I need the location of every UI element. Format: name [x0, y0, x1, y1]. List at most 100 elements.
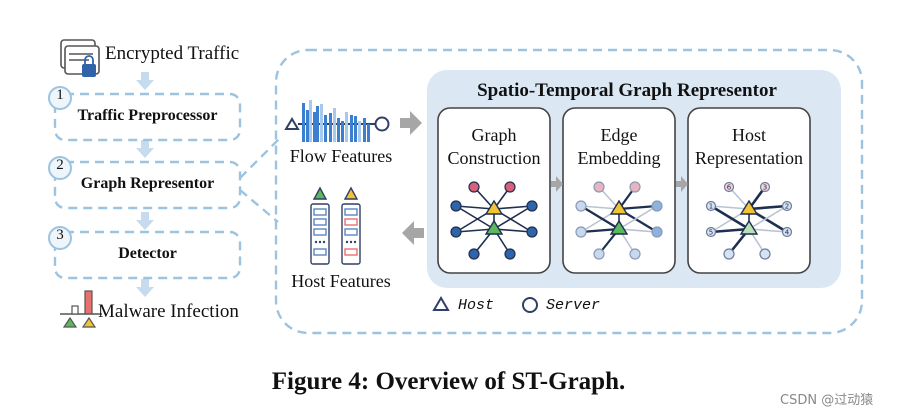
- server-node: [705, 200, 717, 212]
- malware-infection-label: Malware Infection: [98, 301, 239, 322]
- host-node-yellow: [609, 199, 629, 215]
- feature-cell: [313, 208, 327, 216]
- graph-edge: [580, 227, 620, 234]
- server-node: [723, 248, 735, 260]
- server-legend-icon: [522, 297, 538, 313]
- host-features-icon: [310, 186, 361, 265]
- feature-cell: [344, 228, 358, 236]
- flow-bar: [354, 116, 357, 142]
- server-node: [450, 226, 462, 238]
- stage-label-line: Host: [731, 125, 766, 145]
- node-number: 1: [709, 203, 713, 211]
- graph-edge: [618, 204, 658, 211]
- server-node: [651, 200, 663, 212]
- host-features-label: Host Features: [291, 271, 391, 291]
- graph-edge: [493, 205, 533, 210]
- graph-edge: [455, 205, 495, 210]
- graph-edge: [710, 227, 750, 234]
- ellipsis-dot: [349, 240, 353, 244]
- server-node: [468, 248, 480, 260]
- edge-embedding-drawing: [575, 181, 663, 260]
- graph-edge: [580, 205, 620, 230]
- malware-infection-icon: [60, 290, 102, 328]
- detector-label: Detector: [118, 245, 177, 262]
- feature-cell: [313, 218, 327, 226]
- flow-bar: [329, 113, 332, 142]
- flow-arrows: [400, 111, 424, 245]
- flow-features-label: Flow Features: [289, 146, 393, 166]
- server-node: [651, 226, 663, 238]
- step-number-circles: [48, 86, 72, 250]
- flow-bar: [345, 112, 348, 142]
- server-node: [781, 226, 793, 238]
- stage-label-line: Construction: [447, 148, 541, 168]
- server-node: [705, 226, 717, 238]
- node-number: 3: [763, 184, 767, 192]
- feature-cell: [344, 248, 358, 256]
- feature-cell: [344, 208, 358, 216]
- graph-edge: [493, 205, 533, 230]
- node-number: 6: [727, 184, 732, 192]
- legend-server-label: Server: [546, 297, 601, 314]
- pipeline-arrows: [136, 72, 154, 297]
- node-number: 5: [709, 229, 713, 237]
- flow-bar: [358, 121, 361, 142]
- graph-edge: [748, 204, 788, 211]
- server-node: [781, 200, 793, 212]
- feature-cell: [313, 248, 327, 256]
- host-node-green: [609, 219, 629, 235]
- flow-bar: [350, 115, 353, 142]
- flow-features-icon: [284, 100, 390, 142]
- graph-edge: [580, 205, 620, 210]
- ellipsis-dot: [322, 240, 326, 244]
- server-node-red: [468, 181, 480, 193]
- stage-label-line: Graph: [471, 125, 517, 145]
- server-node: [629, 248, 641, 260]
- encrypted-traffic-label: Encrypted Traffic: [105, 43, 240, 64]
- ellipsis-dot: [318, 240, 322, 244]
- zoom-connectors: [239, 137, 281, 223]
- feature-cell: [344, 218, 358, 226]
- graph-edge: [455, 228, 495, 233]
- ellipsis-dot: [353, 240, 357, 244]
- flow-bar: [302, 103, 305, 142]
- graph-edge: [748, 205, 788, 230]
- representor-title: Spatio-Temporal Graph Representor: [477, 80, 777, 101]
- server-node: [593, 248, 605, 260]
- ellipsis-dot: [314, 240, 318, 244]
- flow-bar: [337, 118, 340, 142]
- server-node-red: [759, 181, 771, 193]
- server-node: [526, 200, 538, 212]
- host-node-yellow: [484, 199, 504, 215]
- flow-bar: [309, 100, 312, 142]
- watermark: CSDN @过动猿: [780, 393, 874, 408]
- server-node: [759, 248, 771, 260]
- graph-edge: [493, 228, 533, 233]
- stage-label-line: Representation: [695, 148, 803, 168]
- graph-edge: [618, 205, 658, 230]
- flow-bar: [320, 104, 323, 142]
- step-number-3: 3: [56, 227, 64, 243]
- host-node-green: [484, 219, 504, 235]
- node-number: 4: [785, 229, 790, 237]
- stage-arrows: [551, 176, 688, 192]
- server-node: [504, 248, 516, 260]
- server-node-red: [504, 181, 516, 193]
- step-box-2: [53, 160, 242, 210]
- step-box-1: [53, 92, 242, 142]
- graph-representor-label: Graph Representor: [80, 175, 215, 192]
- step-number-1: 1: [56, 87, 64, 103]
- server-node: [575, 226, 587, 238]
- server-node: [526, 226, 538, 238]
- flow-bar: [324, 115, 327, 142]
- flow-bar: [333, 108, 336, 142]
- stage-label-host-representation: Host Representation: [688, 124, 810, 170]
- graph-edge: [710, 205, 750, 210]
- stage-label-graph-construction: Graph Construction: [438, 124, 550, 170]
- server-node-red: [723, 181, 735, 193]
- flow-bar: [367, 124, 370, 142]
- encrypted-traffic-icon: [60, 39, 100, 77]
